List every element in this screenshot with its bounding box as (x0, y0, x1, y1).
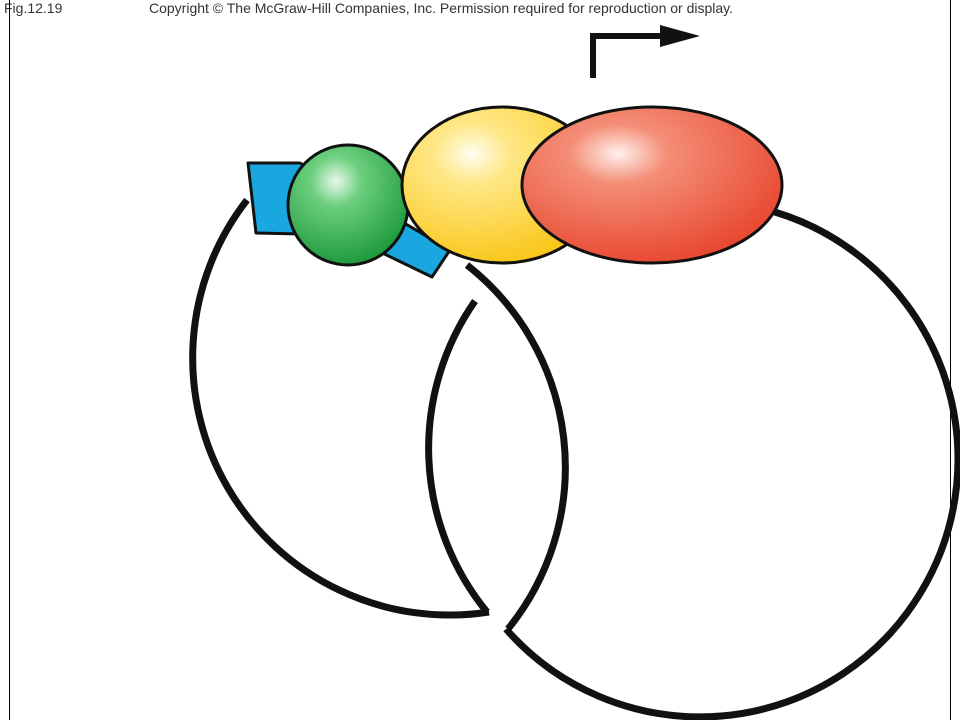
red-protein (520, 105, 784, 265)
copyright-notice: Copyright © The McGraw-Hill Companies, I… (149, 0, 734, 16)
right-frame-line (950, 0, 951, 720)
bent-arrow-icon (590, 25, 700, 78)
figure-label: Fig.12.19 (4, 0, 63, 16)
figure-header: Fig.12.19 Copyright © The McGraw-Hill Co… (0, 0, 960, 18)
right-dna-loop (425, 204, 960, 720)
green-protein (286, 143, 410, 267)
left-frame-line (9, 0, 10, 720)
left-dna-loop (189, 197, 569, 632)
